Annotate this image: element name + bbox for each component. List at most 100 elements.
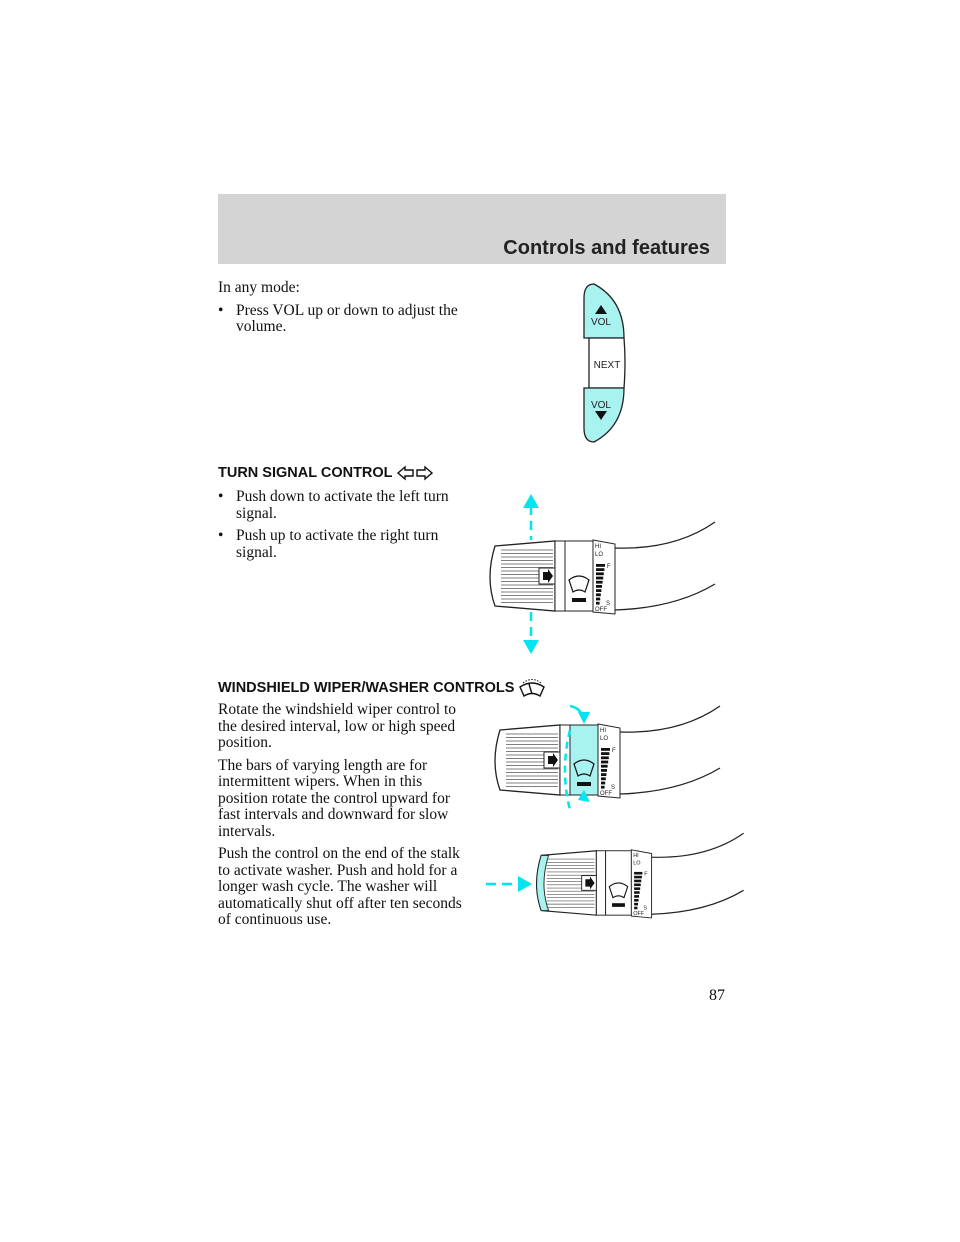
arrow-right-icon — [518, 876, 532, 892]
paragraph: The bars of varying length are for inter… — [218, 756, 451, 840]
arrow-down-icon — [523, 640, 539, 654]
interval-bar — [601, 781, 606, 785]
wiper-symbol-icon — [568, 575, 590, 593]
dial-label-lo: LO — [600, 736, 608, 742]
heading-text: WINDSHIELD WIPER/WASHER CONTROLS — [218, 680, 515, 696]
interval-bar — [601, 773, 607, 776]
interval-bar — [596, 580, 603, 584]
arrow-marker-icon — [548, 753, 558, 767]
arrow-up-icon — [523, 494, 539, 508]
ring — [554, 540, 566, 612]
washer-end-cap — [536, 854, 550, 912]
interval-bar — [601, 777, 606, 781]
wiper-bar — [572, 598, 586, 602]
dial-label-slow: S — [643, 906, 647, 912]
interval-bar — [596, 568, 605, 571]
interval-bar — [634, 883, 641, 887]
rotate-up-arrow-icon — [578, 712, 590, 724]
section-header: Controls and features — [218, 194, 726, 264]
dial-label-off: OFF — [633, 911, 645, 917]
interval-bar — [596, 576, 604, 580]
interval-bar — [601, 752, 610, 755]
interval-bar — [601, 769, 607, 772]
wiper-heading: WINDSHIELD WIPER/WASHER CONTROLS — [218, 678, 546, 698]
ring — [595, 850, 607, 916]
push-arrow — [486, 876, 532, 892]
wiper-bar — [612, 903, 625, 907]
interval-bar — [596, 585, 602, 588]
interval-bar — [601, 785, 605, 789]
interval-bar — [634, 891, 640, 894]
interval-bar — [601, 748, 610, 751]
wiper-bar — [577, 782, 591, 786]
interval-bar — [596, 589, 602, 592]
section-title: Controls and features — [503, 237, 710, 259]
bullet-item: •Push down to activate the left turn sig… — [218, 488, 474, 522]
windshield-wiper-icon — [519, 679, 546, 698]
knob — [489, 540, 556, 612]
dial-label-hi: HI — [633, 853, 639, 859]
heading-text: TURN SIGNAL CONTROL — [218, 465, 393, 481]
dial-label-slow: S — [611, 785, 615, 791]
bullet-item: •Press VOL up or down to adjust the volu… — [218, 301, 474, 336]
interval-bar — [596, 597, 601, 601]
stalk-arm — [614, 521, 716, 611]
interval-bar — [601, 764, 608, 768]
stalk-arm — [619, 705, 721, 795]
turn-arrows-icon — [396, 465, 433, 481]
rotate-arrows — [563, 704, 590, 811]
dial-label-hi: HI — [600, 728, 606, 734]
intro-text: In any mode: •Press VOL up or down to ad… — [218, 279, 474, 342]
dial-label-lo: LO — [633, 861, 641, 867]
interval-bar — [596, 593, 601, 597]
wiper-text: Rotate the windshield wiper control to t… — [218, 701, 474, 935]
interval-bar — [634, 887, 641, 890]
interval-bar — [634, 895, 640, 898]
vol-up-label: VOL — [591, 317, 611, 328]
interval-bar — [634, 875, 642, 879]
paragraph: Rotate the windshield wiper control to t… — [218, 701, 457, 751]
rotate-down-arrow-icon — [578, 790, 590, 802]
interval-bar — [634, 871, 643, 875]
interval-bar — [596, 572, 604, 576]
dial-label-fast: F — [644, 872, 648, 878]
dial-label-hi: HI — [595, 544, 601, 550]
interval-bar — [634, 879, 642, 883]
dial-label-off: OFF — [595, 607, 607, 613]
stalk-arm — [651, 832, 744, 915]
interval-bar — [596, 564, 605, 567]
turn-signal-heading: TURN SIGNAL CONTROL — [218, 465, 433, 481]
bullet-item: •Push up to activate the right turn sign… — [218, 527, 474, 561]
dial-label-off: OFF — [600, 791, 612, 797]
arrow-marker-icon — [543, 569, 553, 583]
bullet-text: Push down to activate the left turn sign… — [236, 488, 449, 522]
intro-lead: In any mode: — [218, 279, 300, 296]
dial-label-lo: LO — [595, 552, 603, 558]
bullet-text: Push up to activate the right turn signa… — [236, 527, 439, 561]
interval-bar — [634, 906, 638, 910]
dial-label-fast: F — [612, 748, 616, 754]
up-triangle-icon — [595, 305, 607, 314]
down-triangle-icon — [595, 411, 607, 420]
knob — [494, 724, 561, 796]
interval-bar — [596, 601, 600, 605]
dial-label-slow: S — [606, 601, 610, 607]
interval-bar — [601, 760, 609, 764]
turn-signal-text: •Push down to activate the left turn sig… — [218, 488, 474, 567]
wiper-symbol-icon — [608, 882, 629, 899]
interval-bar — [634, 898, 639, 902]
paragraph: Push the control on the end of the stalk… — [218, 845, 462, 928]
interval-bar — [601, 756, 609, 760]
steering-audio-buttons: VOL NEXT VOL — [583, 283, 626, 443]
bullet-text: Press VOL up or down to adjust the volum… — [236, 301, 458, 335]
turn-arrows — [523, 494, 539, 654]
next-label: NEXT — [594, 360, 621, 371]
interval-bar — [634, 902, 638, 906]
wiper-symbol-icon — [573, 759, 595, 777]
dial-label-fast: F — [607, 564, 611, 570]
